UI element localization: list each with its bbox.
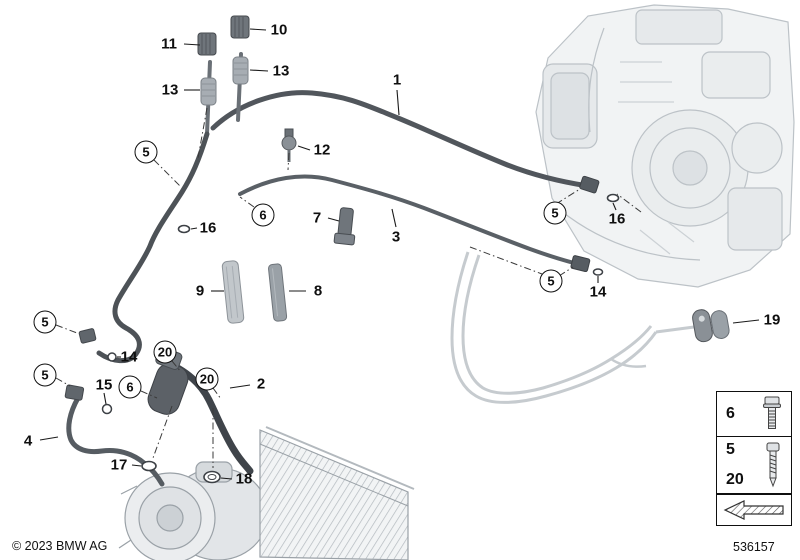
o-ring-16-left [177,224,191,234]
callout-16-left[interactable]: 16 [199,219,217,237]
callout-5-b[interactable]: 5 [543,201,567,225]
legend-row-screw[interactable]: 5 20 [717,436,791,493]
callout-1[interactable]: 1 [392,71,402,89]
callout-2[interactable]: 2 [256,375,266,393]
callout-17[interactable]: 17 [110,456,128,474]
callout-7[interactable]: 7 [312,209,322,227]
callout-10[interactable]: 10 [270,21,288,39]
direction-arrow-icon [723,500,784,520]
callout-18[interactable]: 18 [235,470,253,488]
callout-8[interactable]: 8 [313,282,323,300]
callout-14-left[interactable]: 14 [120,348,138,366]
legend-screw-label-5: 5 [726,441,735,458]
pressure-pipe-3 [238,174,580,266]
callout-6-a[interactable]: 6 [251,203,275,227]
callout-6-b[interactable]: 6 [118,375,142,399]
callout-5-c[interactable]: 5 [539,269,563,293]
o-ring-17 [141,460,157,472]
callout-20-a[interactable]: 20 [153,340,177,364]
o-ring-18 [203,470,221,484]
holder-19 [692,309,730,343]
condenser [259,426,415,560]
ac-pipes [66,52,591,487]
bracket-7 [333,207,356,246]
callout-5-d[interactable]: 5 [33,310,57,334]
o-ring-14-left [107,352,117,362]
hvac-unit [535,4,795,288]
bolt-icon [763,396,781,429]
direction-arrow-box [716,494,792,526]
callout-20-b[interactable]: 20 [195,367,219,391]
o-ring-14-right [592,268,604,276]
callout-12[interactable]: 12 [313,141,331,159]
pressure-hose-2 [166,360,254,475]
callout-19[interactable]: 19 [763,311,781,329]
callout-11[interactable]: 11 [161,35,177,53]
callout-4[interactable]: 4 [23,432,33,450]
callout-15[interactable]: 15 [95,376,113,394]
cover-9 [221,260,245,324]
copyright-text: © 2023 BMW AG [12,539,108,553]
suction-line [96,131,210,364]
legend-bolt-label: 6 [726,405,735,422]
sealing-cap-10 [230,15,250,39]
fitting-left-a [78,328,97,344]
callout-5-a[interactable]: 5 [134,140,158,164]
callout-13-upper[interactable]: 13 [272,62,290,80]
callout-9[interactable]: 9 [195,282,205,300]
legend-row-bolt[interactable]: 6 [717,392,791,436]
callout-5-e[interactable]: 5 [33,363,57,387]
pressure-pipe-1 [210,90,591,189]
callout-3[interactable]: 3 [391,228,401,246]
callout-16-right[interactable]: 16 [608,210,626,228]
fastener-legend: 6 5 20 [716,391,792,494]
fitting-right-lower [570,255,591,273]
screw-icon [766,442,780,488]
legend-screw-label-20: 20 [726,471,744,488]
o-ring-16-right [606,193,620,203]
o-ring-15 [101,403,113,415]
callout-13-left[interactable]: 13 [161,81,179,99]
sealing-cap-11 [197,32,217,56]
small-parts [64,15,730,484]
callout-14-right[interactable]: 14 [589,283,607,301]
valve-cap-13-left [200,77,217,106]
cover-8 [268,263,288,322]
assembly-dash-lines [55,107,642,468]
diagram-number: 536157 [733,540,775,554]
valve-cap-13-right [232,56,249,85]
coolant-hoses [450,251,695,404]
callout-leader-lines [39,28,760,480]
fitting-left-b [64,384,85,401]
fitting-right-upper [579,175,600,194]
